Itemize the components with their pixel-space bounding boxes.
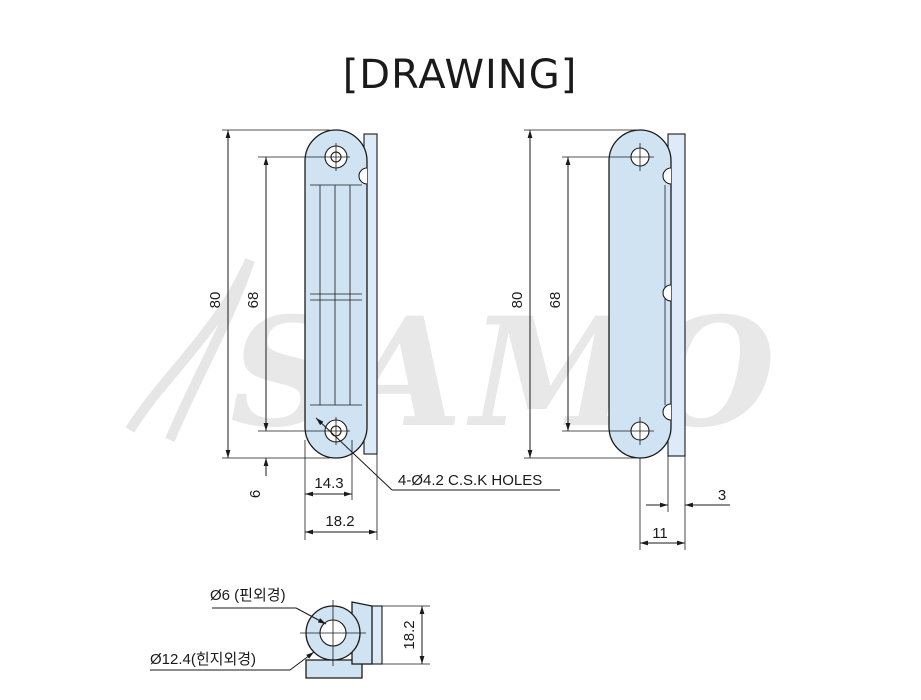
side-view: 80 68 3 11 [509, 129, 730, 550]
side-dim-depth-label: 11 [652, 525, 668, 542]
page-title: [DRAWING] [343, 52, 578, 98]
dim-leaf-width-label: 14.3 [314, 475, 343, 492]
top-view: Ø6 (핀외경) Ø12.4(힌지외경) 18.2 [150, 587, 430, 679]
holes-leader [315, 417, 393, 491]
pin-diameter-label: Ø6 (핀외경) [210, 587, 286, 604]
dim-edge-offset-label: 6 [247, 490, 264, 498]
knuckle-diameter-label: Ø12.4(힌지외경) [150, 651, 256, 668]
dim-total-width-label: 18.2 [325, 513, 354, 530]
holes-note: 4-Ø4.2 C.S.K HOLES [398, 472, 542, 489]
side-dim-total-height-label: 80 [509, 292, 526, 309]
dim-total-height-label: 80 [207, 292, 224, 309]
front-notch [358, 167, 368, 185]
side-notch-top [662, 167, 672, 185]
side-hinge-leaf [608, 129, 672, 459]
top-leaf [305, 659, 363, 679]
side-dim-hole-pitch-label: 68 [547, 292, 564, 309]
top-dim-height-label: 18.2 [401, 620, 418, 649]
watermark-swoosh [125, 258, 255, 442]
side-dim-thickness-label: 3 [718, 487, 726, 504]
knuckle-leader [289, 651, 315, 671]
dim-hole-pitch-label: 68 [245, 292, 262, 309]
side-notch-mid [662, 284, 672, 302]
pin-leader [295, 607, 327, 625]
front-view: 80 68 6 14.3 18.2 4-Ø4.2 C.S.K HOLES [207, 129, 560, 540]
side-notch-bottom [662, 403, 672, 421]
